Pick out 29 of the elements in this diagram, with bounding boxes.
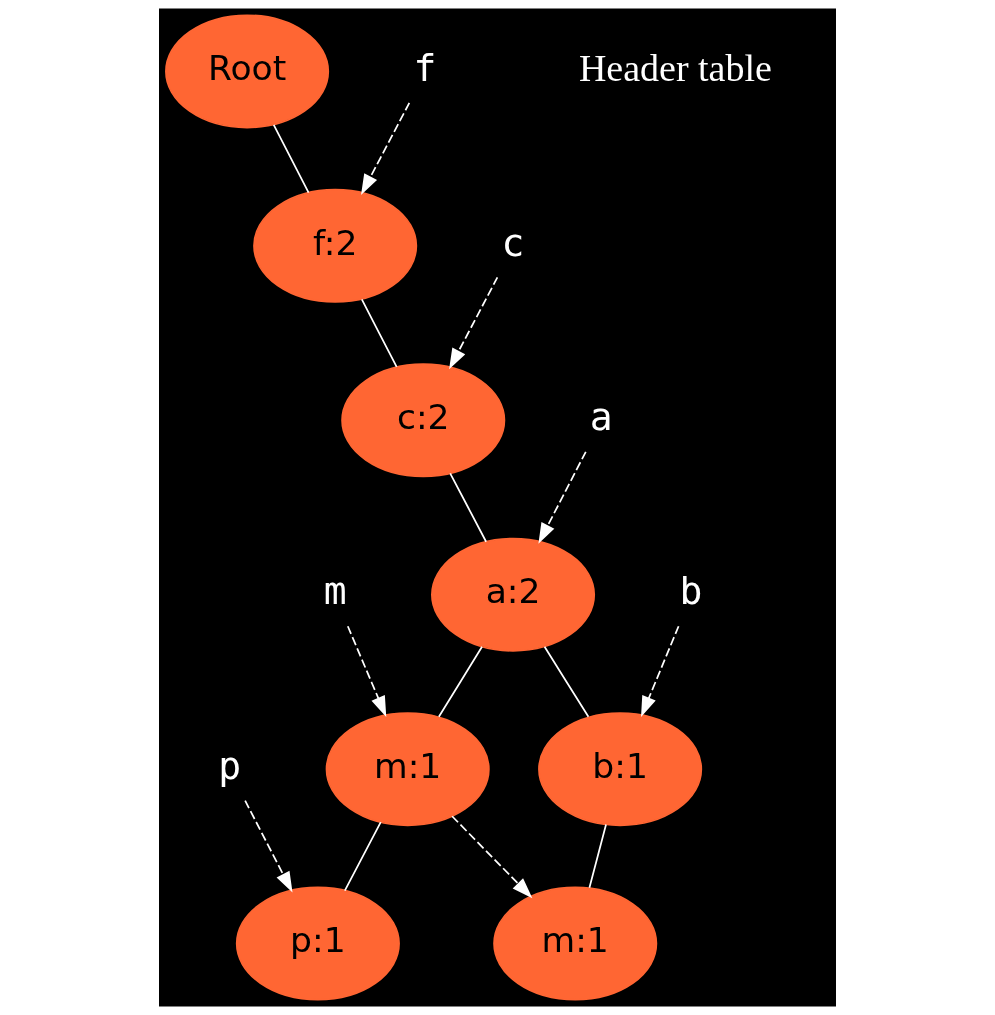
node-ellipse: b:1 (538, 712, 703, 827)
connector (360, 298, 398, 368)
connector (449, 472, 487, 543)
node-text: f (413, 46, 437, 91)
arrow (451, 815, 533, 899)
node-ellipse: f:2 (253, 188, 418, 303)
arrow (244, 799, 293, 893)
label: Header table (578, 47, 772, 90)
arrow (361, 102, 411, 195)
arrow (449, 276, 499, 370)
node-text: c (501, 220, 525, 265)
node-ellipse: p:1 (235, 886, 400, 1001)
node-ellipse: a:2 (431, 537, 596, 652)
arrow (538, 450, 587, 544)
node-text: a (589, 394, 613, 439)
connector (272, 124, 310, 194)
node-ellipse: m:1 (325, 712, 490, 827)
node-ellipse: Root (165, 14, 330, 129)
node-ellipse: m:1 (493, 886, 658, 1001)
arrow (641, 625, 680, 717)
connector (343, 821, 382, 892)
connector (438, 645, 483, 718)
node-text: m (323, 569, 347, 614)
arrow (346, 625, 387, 717)
node-text: p (218, 743, 242, 788)
connector (588, 823, 607, 889)
node-ellipse: c:2 (341, 363, 506, 478)
node-text: b (679, 569, 703, 614)
connector (543, 645, 590, 718)
